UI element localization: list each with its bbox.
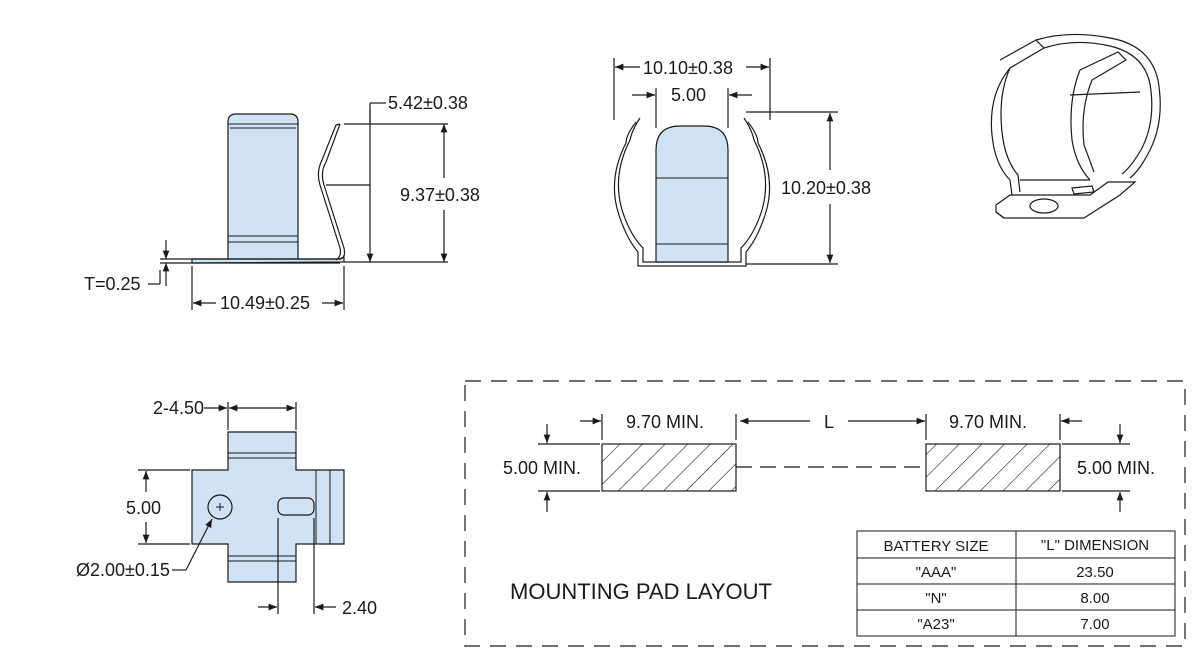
pad-height-right: 5.00 MIN. xyxy=(1077,458,1155,478)
pad-left xyxy=(601,443,737,492)
pad-width-left: 9.70 MIN. xyxy=(626,412,704,432)
dim-side-height: 9.37±0.38 xyxy=(400,185,480,205)
bottom-view-body xyxy=(191,431,345,583)
dim-bottom-slot: 2.40 xyxy=(342,598,377,618)
table-header-l-dimension: "L" DIMENSION xyxy=(1041,537,1149,554)
side-view-body xyxy=(227,113,299,263)
bottom-view: 2-4.50 5.00 Ø2.00±0.15 2.40 xyxy=(76,398,377,618)
dim-bottom-hole: Ø2.00±0.15 xyxy=(76,560,170,580)
dim-front-inner-width: 5.00 xyxy=(671,85,706,105)
pad-right xyxy=(925,443,1061,492)
battery-size-table: BATTERY SIZE "L" DIMENSION "AAA" 23.50 "… xyxy=(856,530,1176,637)
pad-spacing-label: L xyxy=(824,412,834,432)
dim-bottom-height: 5.00 xyxy=(126,498,161,518)
table-cell-size: "N" xyxy=(925,590,946,607)
table-cell-dimension: 7.00 xyxy=(1080,616,1109,633)
front-view: 10.10±0.38 5.00 10.20±0.38 xyxy=(613,58,871,267)
front-view-body xyxy=(655,125,729,263)
dim-front-height: 10.20±0.38 xyxy=(781,178,871,198)
dim-side-thickness: T=0.25 xyxy=(84,274,141,294)
table-cell-dimension: 8.00 xyxy=(1080,590,1109,607)
isometric-view xyxy=(990,33,1161,219)
table-cell-size: "AAA" xyxy=(916,564,957,581)
table-header-battery-size: BATTERY SIZE xyxy=(883,538,988,555)
table-cell-dimension: 23.50 xyxy=(1076,564,1114,581)
side-view: 5.42±0.38 9.37±0.38 T=0.25 10.49±0.25 xyxy=(84,93,480,313)
dim-side-top: 5.42±0.38 xyxy=(388,93,468,113)
dim-side-length: 10.49±0.25 xyxy=(220,293,310,313)
dim-bottom-tab-width: 2-4.50 xyxy=(153,398,204,418)
dim-front-outer-width: 10.10±0.38 xyxy=(643,58,733,78)
pad-width-right: 9.70 MIN. xyxy=(949,412,1027,432)
pad-height-left: 5.00 MIN. xyxy=(503,458,581,478)
table-cell-size: "A23" xyxy=(917,616,954,633)
mounting-pad-layout: 9.70 MIN. L 9.70 MIN. 5.00 MIN. 5.00 MIN… xyxy=(464,380,1186,647)
pad-layout-title: MOUNTING PAD LAYOUT xyxy=(510,579,772,604)
